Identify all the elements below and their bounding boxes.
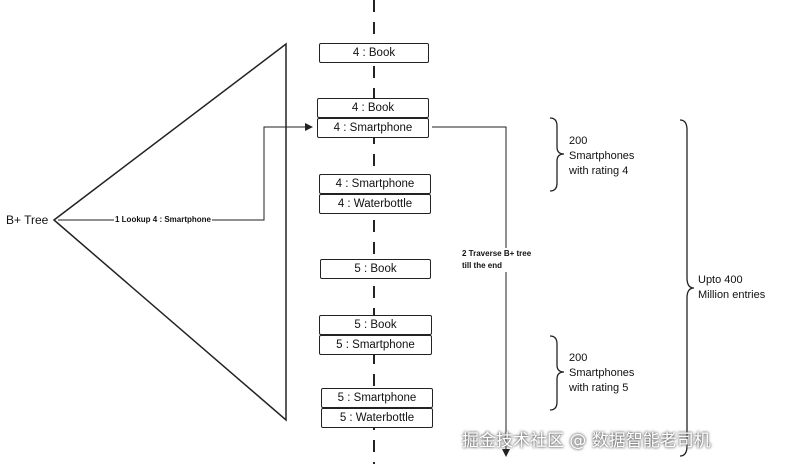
page-5-entry-1: 5 : Book (319, 315, 432, 335)
lookup-label: 1 Lookup 4 : Smartphone (114, 215, 213, 224)
note-rating-5-line-3: with rating 5 (569, 382, 629, 394)
page-5-entry-2: 5 : Smartphone (319, 335, 432, 355)
lookup-arrow (58, 123, 313, 221)
note-rating-4-line-2: Smartphones (569, 150, 635, 162)
note-rating-4: 200 Smartphones with rating 4 (569, 134, 634, 179)
page-3-entry-1: 4 : Smartphone (319, 174, 431, 194)
brace-rating-5 (549, 335, 565, 411)
watermark: 掘金技术社区 @ 数据智能老司机 (462, 431, 711, 451)
traverse-arrow (432, 126, 510, 457)
note-total-line-2: Million entries (698, 289, 766, 301)
page-1-entry-1: 4 : Book (319, 43, 429, 63)
page-6-entry-2: 5 : Waterbottle (321, 408, 433, 428)
page-3-entry-2: 4 : Waterbottle (319, 194, 431, 214)
page-2-entry-2: 4 : Smartphone (317, 118, 429, 138)
note-total: Upto 400 Million entries (698, 273, 765, 303)
traverse-label: 2 Traverse B+ tree till the end (462, 248, 532, 272)
note-rating-4-line-1: 200 (569, 135, 588, 147)
page-6-entry-1: 5 : Smartphone (321, 388, 433, 408)
btree-label: B+ Tree (6, 213, 49, 227)
note-rating-5-line-2: Smartphones (569, 367, 635, 379)
note-rating-5: 200 Smartphones with rating 5 (569, 351, 634, 396)
note-rating-4-line-3: with rating 4 (569, 165, 629, 177)
btree-triangle (52, 42, 287, 422)
page-2-entry-1: 4 : Book (317, 98, 429, 118)
traverse-label-line-2: till the end (462, 261, 502, 270)
brace-rating-4 (549, 117, 565, 192)
brace-total (679, 119, 695, 457)
note-total-line-1: Upto 400 (698, 274, 743, 286)
note-rating-5-line-1: 200 (569, 352, 588, 364)
page-4-entry-1: 5 : Book (320, 259, 431, 279)
traverse-label-line-1: 2 Traverse B+ tree (462, 249, 532, 258)
